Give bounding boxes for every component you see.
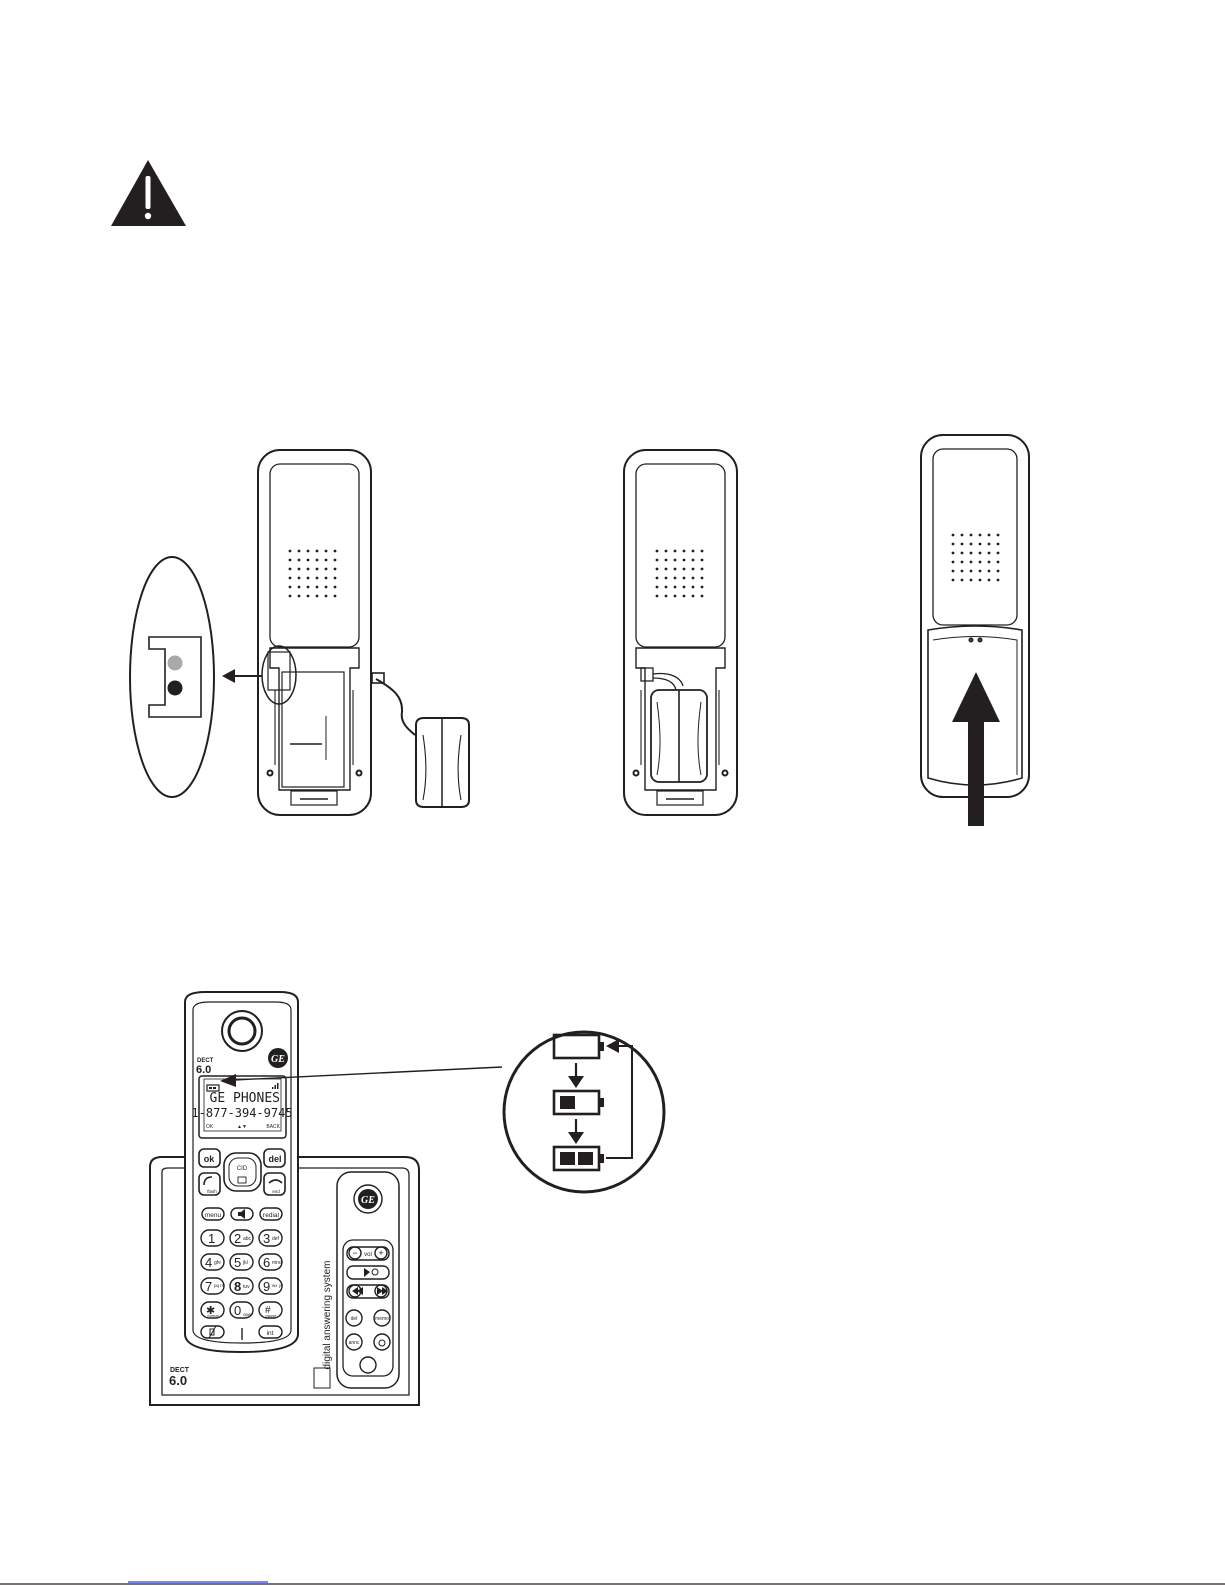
int-key-label: int bbox=[267, 1330, 274, 1337]
connector-pin-black bbox=[168, 681, 183, 696]
base-dect-version: 6.0 bbox=[169, 1373, 187, 1388]
battery-empty-icon bbox=[554, 1035, 604, 1058]
base-del-label: del bbox=[351, 1316, 358, 1322]
key-0: 0 bbox=[234, 1303, 241, 1318]
end-key-label: end bbox=[272, 1189, 280, 1194]
key-3-letters: def bbox=[272, 1236, 280, 1242]
speaker-grille-dots bbox=[289, 550, 337, 598]
key-7: 7 bbox=[205, 1279, 212, 1294]
key-star-sub: format bbox=[207, 1313, 219, 1318]
base-memo-label: memo bbox=[375, 1316, 389, 1322]
screen-line1: GE PHONES bbox=[210, 1091, 280, 1106]
svg-text:GE: GE bbox=[361, 1195, 375, 1206]
warning-triangle-icon bbox=[111, 160, 186, 226]
key-4-letters: ghi bbox=[214, 1260, 221, 1266]
base-vol-label: vol bbox=[364, 1252, 372, 1258]
del-key-label: del bbox=[268, 1154, 281, 1164]
key-9-letters: wx yz bbox=[272, 1283, 284, 1288]
battery-half-icon bbox=[554, 1091, 604, 1114]
menu-key-label: menu bbox=[205, 1212, 222, 1219]
key-6-letters: mno bbox=[272, 1260, 282, 1266]
battery-status-magnified bbox=[504, 1032, 664, 1192]
base-controls bbox=[346, 1247, 390, 1373]
connector-pin-gray bbox=[168, 656, 183, 671]
key-5-letters: jkl bbox=[242, 1260, 248, 1266]
handset-back-open-figure bbox=[258, 450, 371, 815]
handset-battery-installed-figure bbox=[624, 450, 737, 815]
key-7-letters: pq rs bbox=[214, 1283, 225, 1288]
key-1: 1 bbox=[208, 1231, 215, 1246]
key-5: 5 bbox=[234, 1255, 241, 1270]
battery-full-icon bbox=[554, 1147, 604, 1170]
key-9: 9 bbox=[263, 1279, 270, 1294]
key-0-sub: oper bbox=[243, 1312, 253, 1317]
redial-key-label: redial bbox=[263, 1212, 279, 1219]
svg-text:GE: GE bbox=[271, 1054, 285, 1065]
key-8: 8 bbox=[234, 1279, 241, 1294]
softkey-right-label: BACK bbox=[266, 1124, 280, 1130]
base-minus-label: − bbox=[352, 1248, 357, 1258]
screen-line2: 1-877-394-9745 bbox=[191, 1106, 292, 1120]
flash-key-label: flash bbox=[207, 1189, 217, 1194]
key-hash-sub: pause bbox=[266, 1313, 278, 1318]
base-annc-label: annc bbox=[349, 1340, 360, 1346]
key-6: 6 bbox=[263, 1255, 270, 1270]
key-2-letters: abc bbox=[243, 1236, 252, 1242]
key-2: 2 bbox=[234, 1231, 241, 1246]
connector-magnified-view bbox=[130, 557, 262, 797]
arrow-up-icon bbox=[952, 672, 1000, 826]
cid-key-label: CID bbox=[237, 1166, 248, 1172]
battery-pack-loose bbox=[372, 673, 469, 807]
key-3: 3 bbox=[263, 1231, 270, 1246]
ok-key-label: ok bbox=[204, 1154, 215, 1164]
cycle-arrow-icon bbox=[606, 1039, 632, 1158]
arrow-down-icon bbox=[568, 1119, 584, 1144]
base-ge-logo: GE bbox=[358, 1189, 378, 1209]
softkey-left-label: OK bbox=[206, 1124, 214, 1130]
softkey-center-label: ▲▼ bbox=[237, 1124, 247, 1130]
key-8-letters: tuv bbox=[243, 1284, 250, 1290]
base-plus-label: + bbox=[378, 1248, 383, 1258]
base-system-label: digital answering system bbox=[322, 1261, 333, 1370]
handset-front: GE DECT 6.0 GE PHONES 1-877-394-9745 OK … bbox=[185, 992, 298, 1352]
handset-dect-version: 6.0 bbox=[196, 1064, 211, 1076]
arrow-down-icon bbox=[568, 1063, 584, 1088]
key-4: 4 bbox=[205, 1255, 212, 1270]
